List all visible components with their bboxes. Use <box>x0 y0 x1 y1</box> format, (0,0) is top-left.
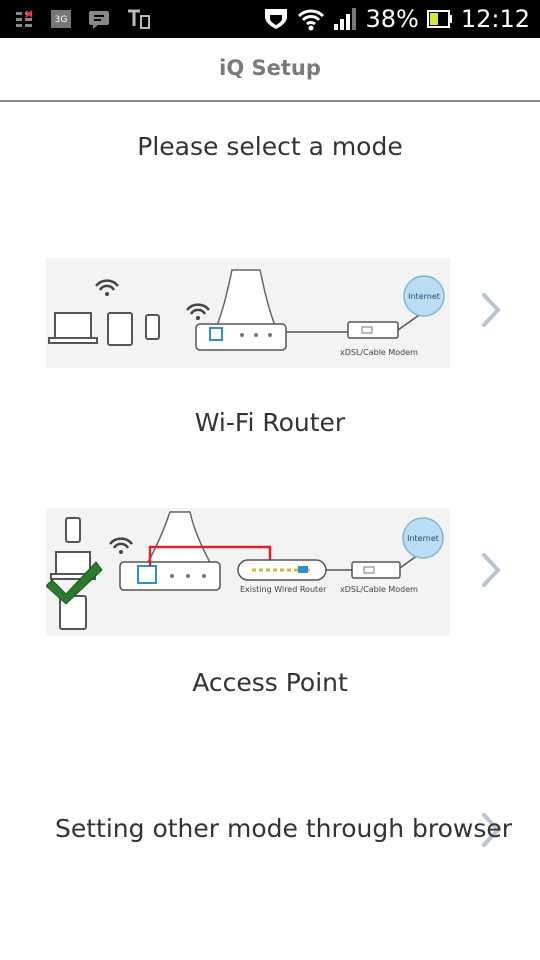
checkmark-icon <box>46 561 103 605</box>
mode-label-wifi-router: Wi-Fi Router <box>194 408 346 437</box>
wifi-signal-icon <box>95 279 119 296</box>
router-device <box>195 323 287 351</box>
mode-wifi-router[interactable]: xDSL/Cable Modem Internet Wi-Fi Router <box>0 250 540 450</box>
page-title: iQ Setup <box>219 56 321 80</box>
router-wifi-icon <box>109 537 133 554</box>
signal-strength-icon <box>334 8 357 30</box>
app-bar: iQ Setup <box>0 38 540 102</box>
status-bar: 3G 38% <box>0 0 540 38</box>
network-3g-icon: 3G <box>51 10 71 28</box>
modem-device <box>347 321 399 339</box>
battery-percent: 38% <box>365 5 419 33</box>
mode-prompt: Please select a mode <box>137 132 403 161</box>
ethernet-link-line <box>148 545 272 566</box>
text-input-icon <box>128 9 150 29</box>
mode-browser-setup[interactable] <box>0 790 540 870</box>
chevron-right-icon <box>482 293 501 327</box>
router-label: Existing Wired Router <box>240 585 327 594</box>
chevron-right-icon <box>482 813 501 847</box>
access-point-diagram: Existing Wired Router xDSL/Cable Modem I… <box>46 508 450 636</box>
phone-icon <box>65 517 81 543</box>
mode-access-point[interactable]: Existing Wired Router xDSL/Cable Modem I… <box>0 508 540 708</box>
internet-label: Internet <box>408 292 440 301</box>
internet-label: Internet <box>407 534 439 543</box>
notification-icons: 3G <box>14 8 152 30</box>
wifi-icon <box>298 9 325 31</box>
phone-icon <box>145 314 160 340</box>
clock: 12:12 <box>460 5 530 33</box>
mode-label-browser: Setting other mode through browser <box>55 814 513 843</box>
tablet-icon <box>107 312 133 346</box>
chevron-right-icon <box>482 553 501 587</box>
network-label: 3G <box>55 15 68 25</box>
modem-label: xDSL/Cable Modem <box>340 348 418 357</box>
internet-cloud-icon <box>402 517 444 559</box>
modem-label: xDSL/Cable Modem <box>340 585 418 594</box>
mode-label-access-point: Access Point <box>192 668 348 697</box>
router-wifi-icon <box>186 303 210 320</box>
shield-icon <box>265 9 288 29</box>
message-icon <box>89 11 109 29</box>
internet-cloud-icon <box>403 275 445 317</box>
wifi-router-diagram: xDSL/Cable Modem Internet <box>46 258 450 368</box>
existing-router-device <box>237 559 327 581</box>
laptop-icon <box>48 312 98 344</box>
router-stand <box>214 269 278 329</box>
usb-debug-icon <box>16 10 33 27</box>
modem-device <box>351 561 401 579</box>
battery-icon <box>426 10 452 28</box>
access-point-device <box>119 561 221 591</box>
system-icons: 38% 12:12 <box>263 4 530 34</box>
